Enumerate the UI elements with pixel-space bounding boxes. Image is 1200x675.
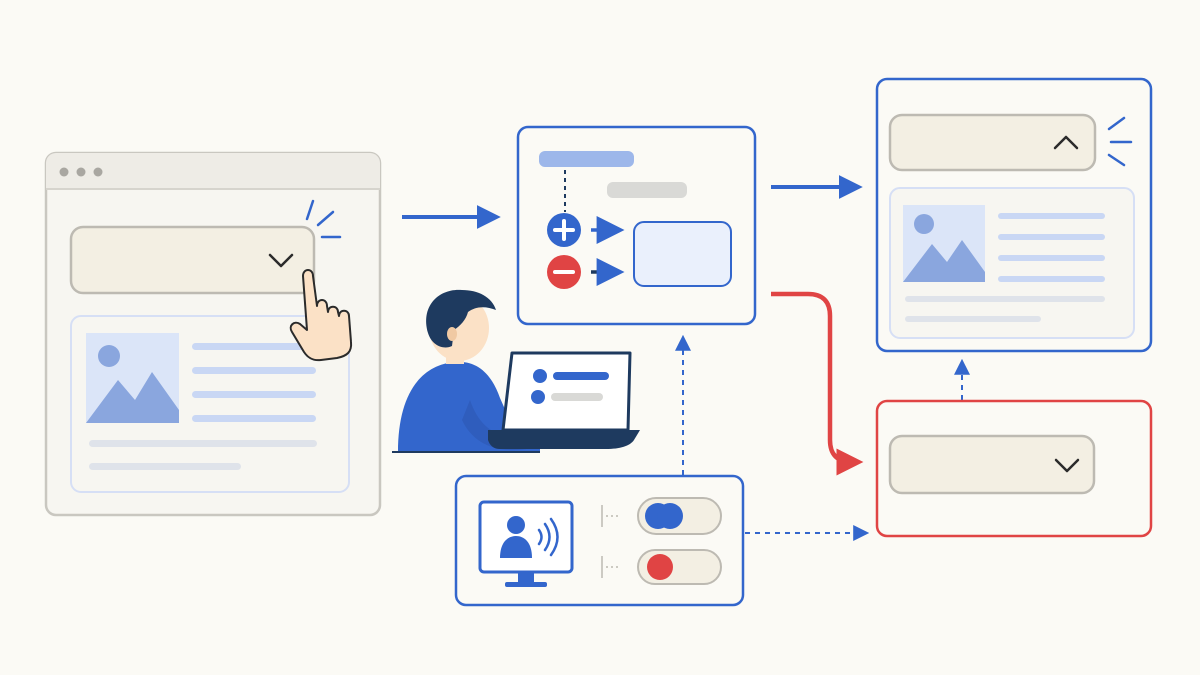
- chevron-up-icon: [1053, 135, 1079, 150]
- connector-lines: [601, 505, 620, 578]
- minus-circle-icon[interactable]: [547, 255, 581, 289]
- dropdown-collapsed[interactable]: [69, 225, 316, 295]
- assistive-settings: [454, 474, 745, 607]
- click-spark-icon: [1107, 116, 1133, 167]
- image-placeholder-icon: [86, 333, 179, 423]
- hand-pointer-icon: [289, 269, 353, 362]
- browser-window: [44, 151, 382, 517]
- list-bullet: [531, 390, 545, 404]
- logic-panel: [516, 125, 757, 326]
- result-box: [633, 221, 732, 287]
- window-dot: [59, 167, 69, 177]
- text-line: [192, 415, 316, 422]
- click-spark-icon: [305, 199, 342, 239]
- text-line: [998, 234, 1105, 240]
- image-placeholder-icon: [903, 205, 985, 282]
- arrow-to-error: [771, 291, 864, 476]
- user-speaking-icon: [478, 500, 574, 587]
- window-dot: [76, 167, 86, 177]
- list-line: [553, 372, 609, 380]
- list-bullet: [533, 369, 547, 383]
- expanded-result: [875, 77, 1153, 353]
- laptop-icon: [488, 351, 640, 449]
- toggle-switch-on[interactable]: [637, 497, 722, 535]
- text-line: [89, 440, 317, 447]
- plus-circle-icon[interactable]: [547, 213, 581, 247]
- text-line: [998, 276, 1105, 282]
- window-dot: [93, 167, 103, 177]
- text-line: [192, 343, 316, 350]
- text-line: [905, 316, 1041, 322]
- chevron-down-icon: [268, 253, 294, 268]
- error-state: [875, 399, 1153, 538]
- panel-subheading-bar: [607, 182, 687, 198]
- dropdown-expanded[interactable]: [888, 113, 1097, 172]
- list-line: [551, 393, 603, 401]
- content-card: [70, 315, 350, 493]
- dropdown-collapsed[interactable]: [888, 434, 1096, 495]
- text-line: [998, 255, 1105, 261]
- window-title-bar: [46, 153, 380, 189]
- text-line: [905, 296, 1105, 302]
- chevron-down-icon: [1054, 458, 1080, 473]
- toggle-switch-off[interactable]: [637, 549, 722, 585]
- text-line: [192, 391, 316, 398]
- text-line: [89, 463, 241, 470]
- panel-heading-bar: [539, 151, 634, 167]
- content-card: [889, 187, 1135, 339]
- text-line: [192, 367, 316, 374]
- text-line: [998, 213, 1105, 219]
